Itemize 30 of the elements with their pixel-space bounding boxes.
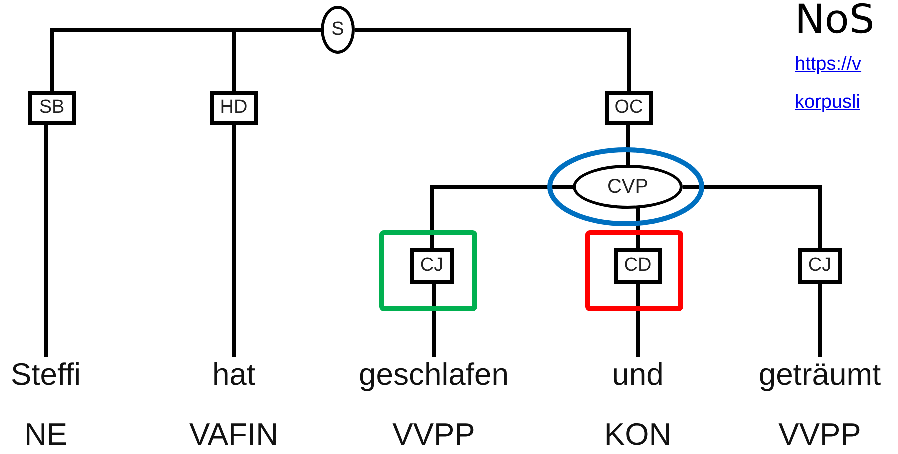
- tree-branch: [636, 206, 640, 248]
- tree-branch: [683, 185, 822, 248]
- tree-branch: [432, 284, 436, 357]
- tree-branch: [355, 28, 631, 91]
- function-label-box: HD: [210, 91, 258, 125]
- pos-tag: VVPP: [392, 417, 476, 453]
- tree-branch: [430, 185, 573, 248]
- heading-text: NoS: [795, 0, 875, 45]
- pos-tag: KON: [604, 417, 672, 453]
- tree-branch: [818, 284, 822, 357]
- function-label-box: CJ: [798, 248, 842, 284]
- pos-tag: NE: [24, 417, 68, 453]
- word-label: Steffi: [10, 357, 82, 393]
- pos-tag: VVPP: [778, 417, 862, 453]
- function-label-box: CJ: [410, 248, 454, 284]
- link-text: https://v: [795, 53, 863, 77]
- tree-branch: [44, 125, 48, 357]
- tree-branch: [232, 125, 236, 357]
- word-label: geschlafen: [359, 357, 509, 393]
- word-label: hat: [212, 357, 256, 393]
- word-label: und: [612, 357, 664, 393]
- phrase-node: CVP: [573, 165, 683, 209]
- pos-tag: VAFIN: [190, 417, 278, 453]
- tree-branch: [636, 284, 640, 357]
- phrase-node: S: [321, 6, 355, 54]
- word-label: geträumt: [758, 357, 882, 393]
- function-label-box: SB: [28, 91, 76, 125]
- function-label-box: OC: [605, 91, 653, 125]
- link-text: korpusli: [795, 91, 862, 115]
- function-label-box: CD: [614, 248, 662, 284]
